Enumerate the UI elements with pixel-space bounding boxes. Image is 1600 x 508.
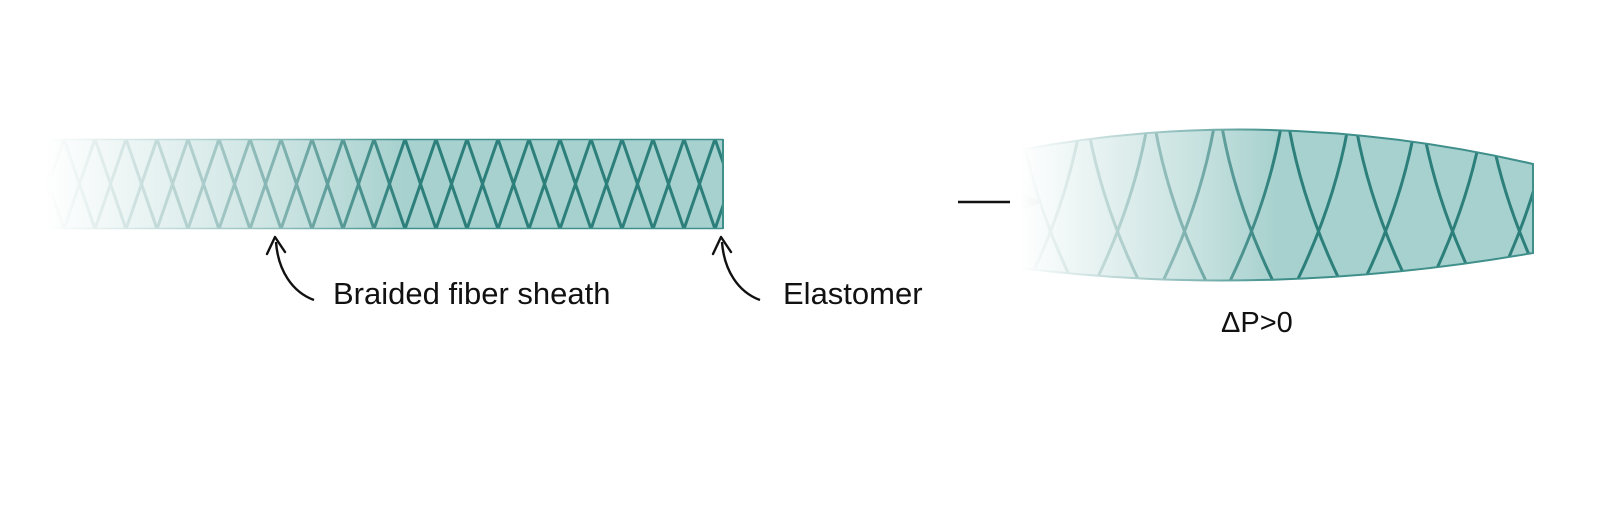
fade-overlay <box>40 130 730 240</box>
curved-arrow-icon <box>720 241 761 302</box>
curved-arrow-icon <box>274 241 315 302</box>
elastomer-label: Elastomer <box>783 276 923 311</box>
pressurized-actuator <box>1010 95 1540 310</box>
unpressurized-actuator <box>40 130 730 240</box>
braided-fiber-sheath-label: Braided fiber sheath <box>333 276 611 311</box>
curved-arrow-icon-head <box>711 235 733 256</box>
fade-overlay <box>1010 95 1540 310</box>
curved-arrow-icon-head <box>265 235 287 256</box>
pressure-condition-label: ΔP>0 <box>1221 307 1293 339</box>
